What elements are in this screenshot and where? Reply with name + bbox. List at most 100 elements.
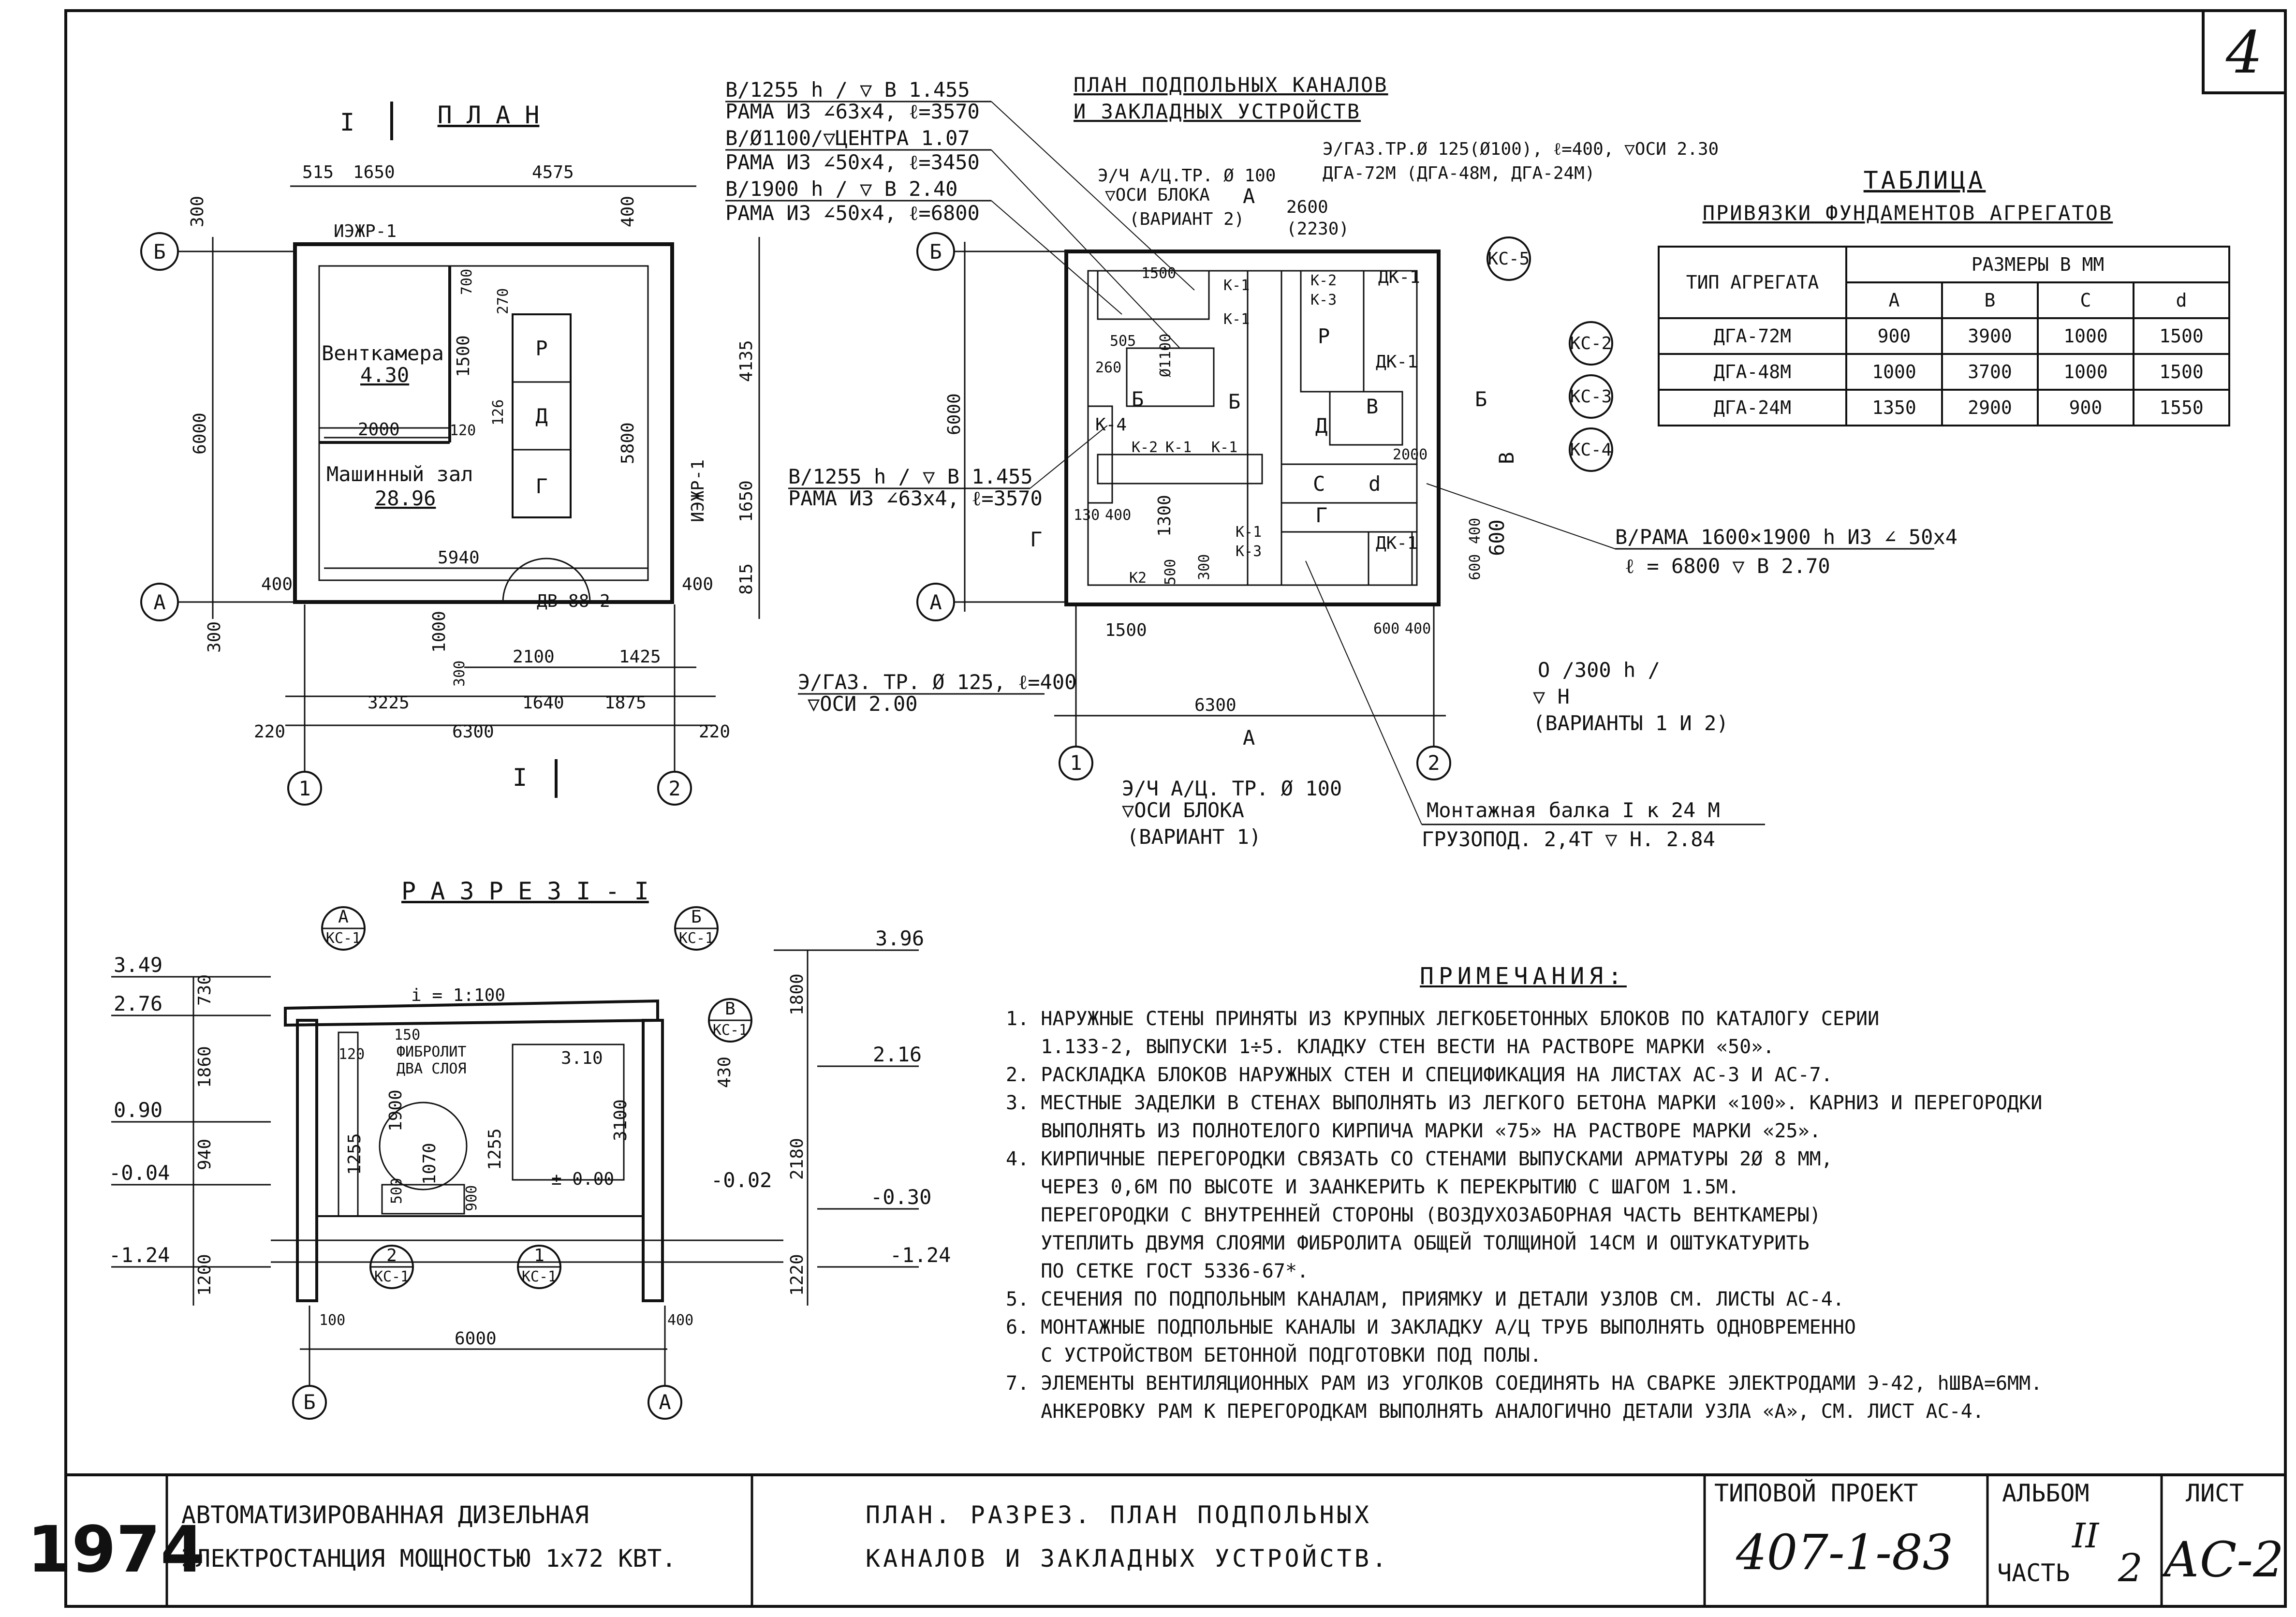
plan-axis-2: 2 [657, 604, 692, 806]
svg-text:2.16: 2.16 [873, 1043, 922, 1066]
cell-c: 900 [2037, 389, 2134, 426]
sec-900: 900 [463, 1185, 480, 1211]
room-ventkamera: Венткамера [322, 341, 444, 365]
mark-kc3: КС-3 [1569, 374, 1613, 419]
ch-k1: К-1 [1223, 311, 1250, 328]
svg-text:1: 1 [298, 777, 310, 800]
section-view: Р А З Р Е З I - I 3.49 2.76 0.90 -0.04 -… [109, 877, 951, 1420]
dim-2000: 2000 [358, 420, 400, 440]
svg-text:2.76: 2.76 [114, 992, 162, 1015]
svg-text:0.90: 0.90 [114, 1098, 162, 1122]
ch-1300: 1300 [1155, 495, 1175, 537]
ch-k3-b: К-3 [1236, 543, 1262, 560]
svg-text:КС-1: КС-1 [713, 1022, 748, 1039]
dim-300-top: 300 [188, 196, 207, 227]
channels-axis-b: Б [916, 232, 1066, 271]
svg-text:А: А [929, 590, 942, 614]
svg-text:А: А [659, 1390, 671, 1414]
plan-unit-d: Д [535, 404, 547, 428]
svg-text:КС-1: КС-1 [326, 930, 361, 947]
cell-type: ДГА-48М [1658, 353, 1847, 391]
title-typical-number: 407-1-83 [1736, 1524, 1953, 1581]
channels-axis-2: 2 [1416, 604, 1451, 780]
svg-text:КС-1: КС-1 [522, 1268, 557, 1285]
plan-unit-r: Р [535, 337, 547, 360]
sec-mark-a-kc1: АКС-1 [321, 906, 366, 951]
title-project-1: АВТОМАТИЗИРОВАННАЯ ДИЗЕЛЬНАЯ [181, 1501, 589, 1529]
cell-a: 1000 [1845, 353, 1943, 391]
callout-gas-bottom-2: ▽ОСИ 2.00 [808, 692, 918, 716]
sec-500: 500 [388, 1178, 405, 1204]
dim-1875: 1875 [604, 693, 647, 713]
cell-b: 2900 [1941, 389, 2039, 426]
section-a-bottom: А [1243, 726, 1255, 750]
callout-mid-2: РАМА ИЗ ∠63х4, ℓ=3570 [788, 486, 1043, 510]
svg-text:3.49: 3.49 [114, 953, 162, 977]
sec-1070: 1070 [420, 1143, 440, 1185]
cell-d: 1500 [2133, 317, 2230, 355]
svg-text:КС-2: КС-2 [1570, 334, 1612, 353]
svg-text:1: 1 [1070, 751, 1082, 775]
cell-type: ДГА-24М [1658, 389, 1847, 426]
dim-400-right: 400 [682, 574, 713, 594]
ch-r: Р [1318, 324, 1330, 348]
dim-label-v: В [1495, 452, 1518, 464]
th-b: B [1941, 281, 2039, 319]
ch-d1100: Ø1100 [1157, 334, 1174, 377]
ch-dim-400: 400 [1105, 507, 1131, 524]
levels-left: 3.49 2.76 0.90 -0.04 -1.24 [109, 953, 271, 1268]
ch-dim-400-b: 400 [1405, 620, 1431, 637]
callout-block1-1: Э/Ч А/Ц. ТР. Ø 100 [1122, 777, 1342, 800]
cell-b: 3900 [1941, 317, 2039, 355]
ch-b: Б [1228, 390, 1240, 413]
dim-1425: 1425 [619, 647, 661, 667]
sec-3-10: 3.10 [561, 1048, 603, 1068]
ch-500: 500 [1162, 559, 1179, 585]
ch-g-left: Г [1030, 528, 1042, 551]
callout-left-1: В/1255 h / ▽ В 1.455 [725, 78, 970, 102]
dim-815: 815 [736, 563, 756, 595]
sec-dim-940: 940 [195, 1139, 215, 1170]
title-typical-label: ТИПОВОЙ ПРОЕКТ [1714, 1479, 1918, 1507]
title-sheet-number: АС-2 [2160, 1531, 2284, 1588]
section-mark-bottom: I [513, 764, 527, 792]
room-ventkamera-area: 4.30 [360, 363, 409, 387]
title-album-number: II [2071, 1516, 2100, 1556]
note-item: 7. ЭЛЕМЕНТЫ ВЕНТИЛЯЦИОННЫХ РАМ ИЗ УГОЛКО… [1006, 1372, 2043, 1423]
callout-gas-bottom-1: Э/ГАЗ. ТР. Ø 125, ℓ=400 [798, 670, 1076, 694]
ch-k1-c: К-1 [1165, 439, 1192, 456]
dim-120: 120 [450, 422, 476, 439]
dim-1000: 1000 [429, 611, 449, 653]
dim-1650: 1650 [353, 162, 395, 182]
note-item: 2. РАСКЛАДКА БЛОКОВ НАРУЖНЫХ СТЕН И СПЕЦ… [1006, 1064, 1833, 1086]
cell-d: 1500 [2133, 353, 2230, 391]
ch-d: Д [1315, 414, 1327, 438]
svg-text:-1.24: -1.24 [109, 1243, 170, 1267]
title-sheet-1: ПЛАН. РАЗРЕЗ. ПЛАН ПОДПОЛЬНЫХ [866, 1501, 1372, 1529]
ch-g: Г [1315, 503, 1327, 527]
ch-dim-505: 505 [1110, 333, 1136, 350]
sec-zero: ± 0.00 [551, 1169, 614, 1189]
sec-3100: 3100 [611, 1099, 631, 1141]
ch-d-lower: d [1369, 472, 1381, 496]
callout-left-2: РАМА ИЗ ∠63х4, ℓ=3570 [725, 100, 980, 123]
plan-window-label-right: ИЭЖР-1 [688, 459, 708, 522]
sec-1255-a: 1255 [485, 1128, 505, 1170]
title-part-number: 2 [2118, 1545, 2143, 1590]
sec-dim-1220: 1220 [787, 1254, 807, 1296]
ch-k2: К-2 [1310, 272, 1337, 289]
sec-150: 150 [394, 1027, 420, 1044]
svg-text:2: 2 [386, 1246, 397, 1265]
svg-text:-0.30: -0.30 [870, 1185, 931, 1209]
callout-left-3: В/Ø1100/▽ЦЕНТРА 1.07 [725, 126, 970, 150]
mark-kc2: КС-2 [1569, 321, 1613, 366]
channels-title-1: ПЛАН ПОДПОЛЬНЫХ КАНАЛОВ [1074, 73, 1388, 97]
th-type: ТИП АГРЕГАТА [1658, 246, 1847, 319]
ch-v: В [1366, 395, 1378, 418]
plan-axis-a: А [140, 583, 295, 621]
cell-d: 1550 [2133, 389, 2230, 426]
note-item: 1. НАРУЖНЫЕ СТЕНЫ ПРИНЯТЫ ИЗ КРУПНЫХ ЛЕГ… [1006, 1008, 1880, 1058]
sec-1900: 1900 [386, 1089, 406, 1132]
ch-dim-6300: 6300 [1194, 695, 1236, 715]
corner-number-box [2202, 9, 2287, 94]
